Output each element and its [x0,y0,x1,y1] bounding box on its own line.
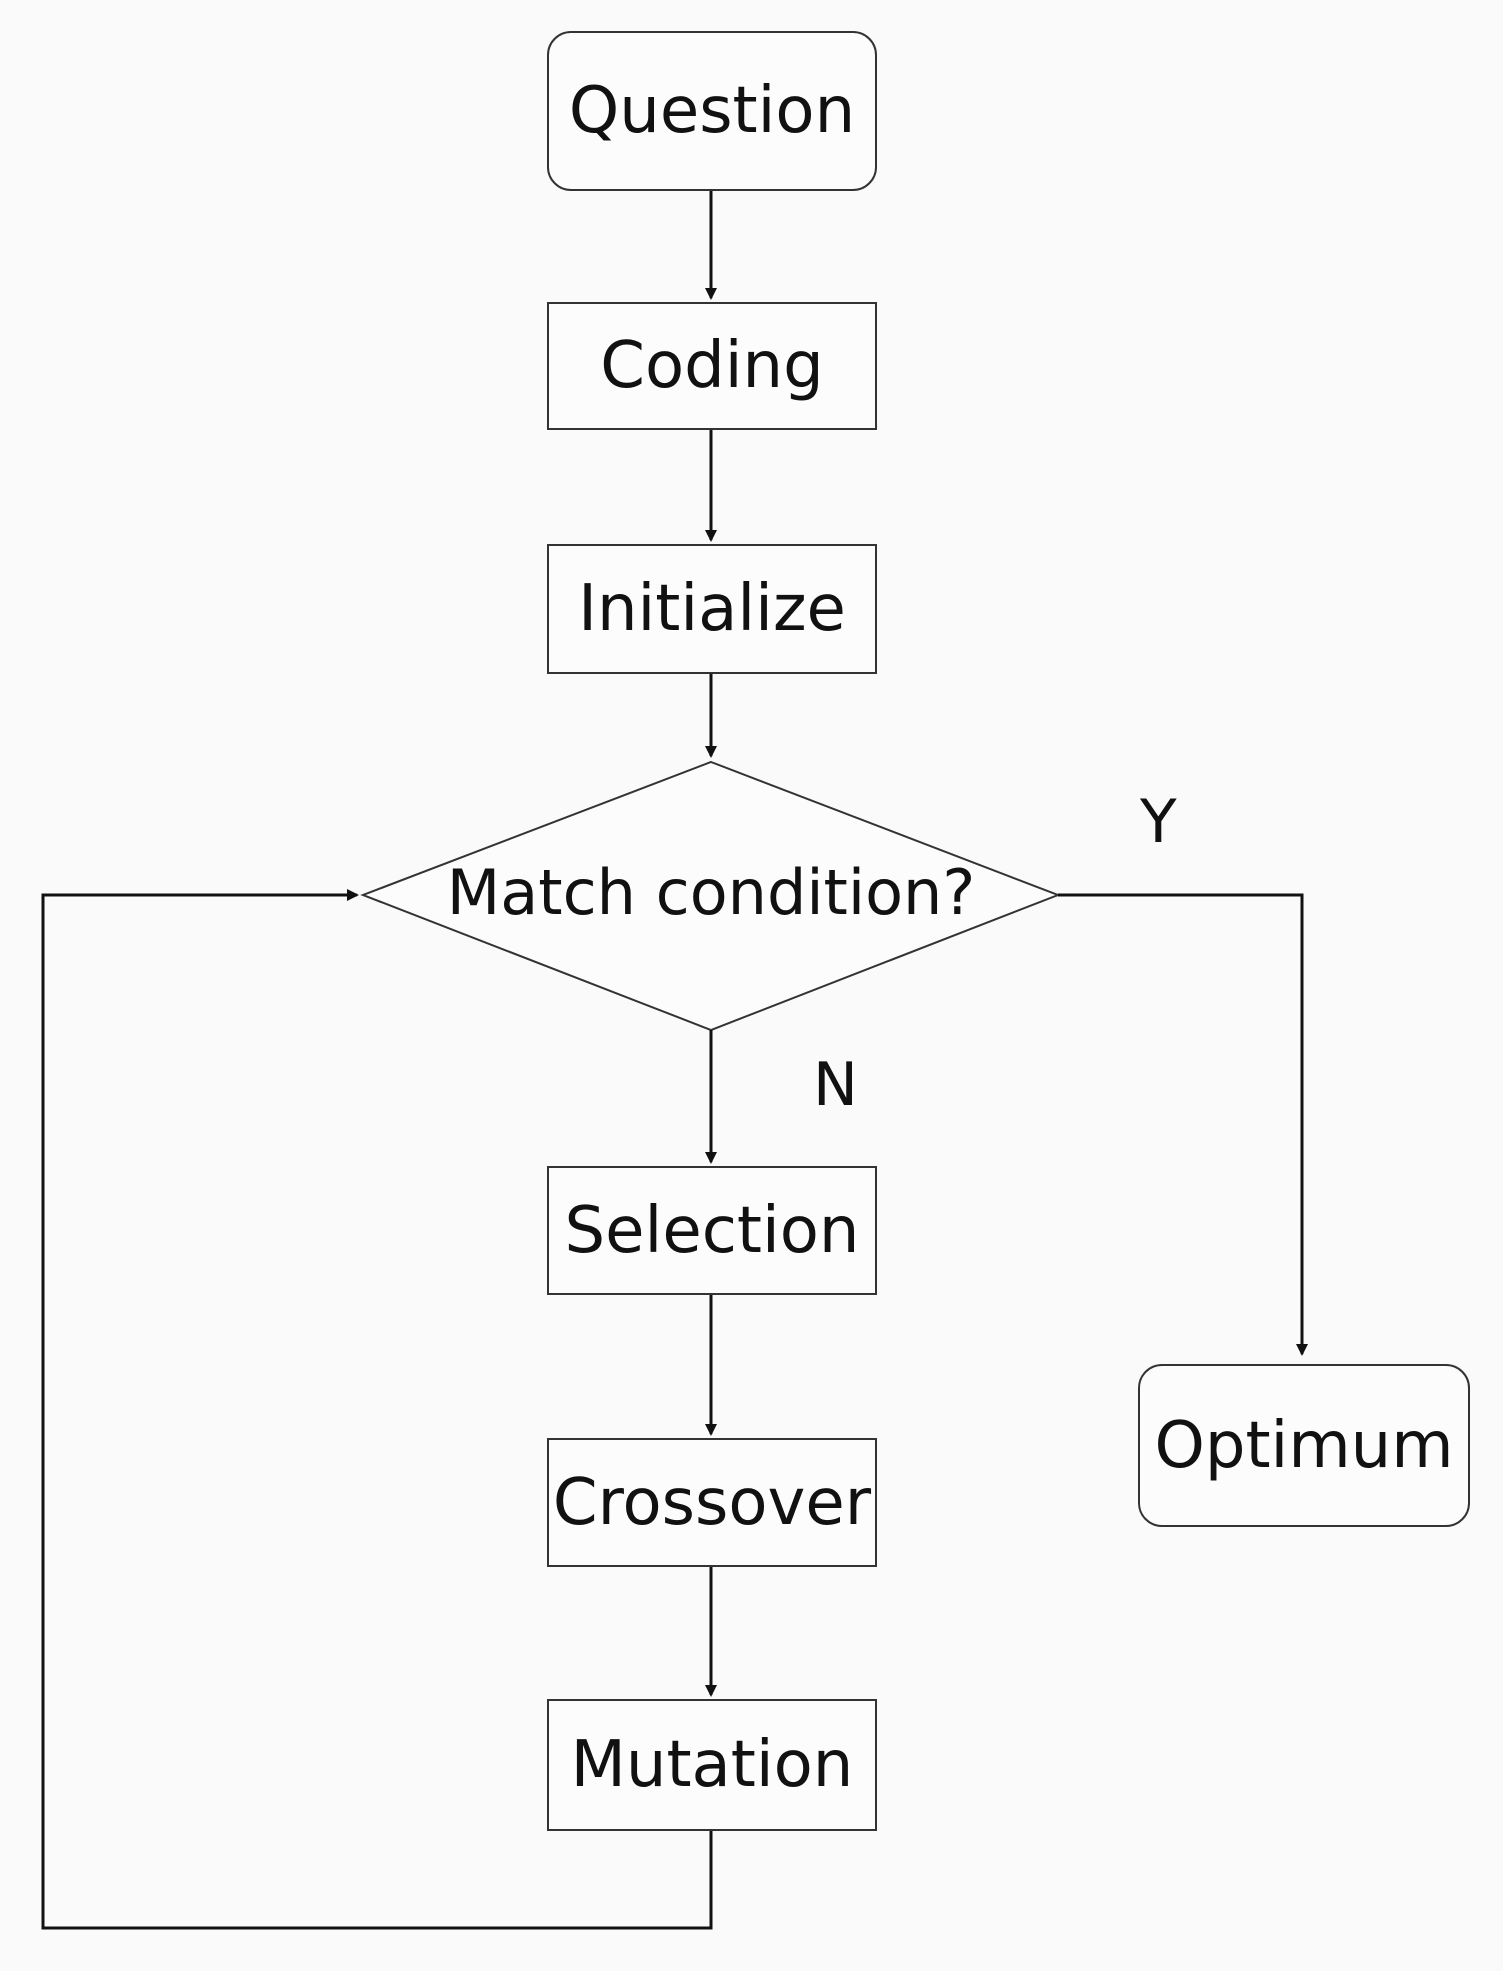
yes-branch-label: Y [1140,787,1177,857]
selection-node: Selection [547,1166,877,1295]
coding-node: Coding [547,302,877,430]
no-branch-label: N [813,1050,858,1120]
decision-label: Match condition? [446,856,976,929]
mutation-label: Mutation [570,1728,854,1802]
question-node: Question [547,31,877,191]
initialize-label: Initialize [578,572,846,646]
crossover-label: Crossover [552,1465,872,1540]
optimum-label: Optimum [1154,1408,1454,1483]
arrow-mutation-loop-back [41,889,713,1930]
optimum-node: Optimum [1138,1364,1470,1527]
coding-label: Coding [600,329,824,403]
crossover-node: Crossover [547,1438,877,1567]
mutation-node: Mutation [547,1699,877,1831]
selection-label: Selection [564,1193,860,1268]
initialize-node: Initialize [547,544,877,674]
question-label: Question [568,74,856,148]
arrow-decision-to-optimum [1058,893,1308,1356]
